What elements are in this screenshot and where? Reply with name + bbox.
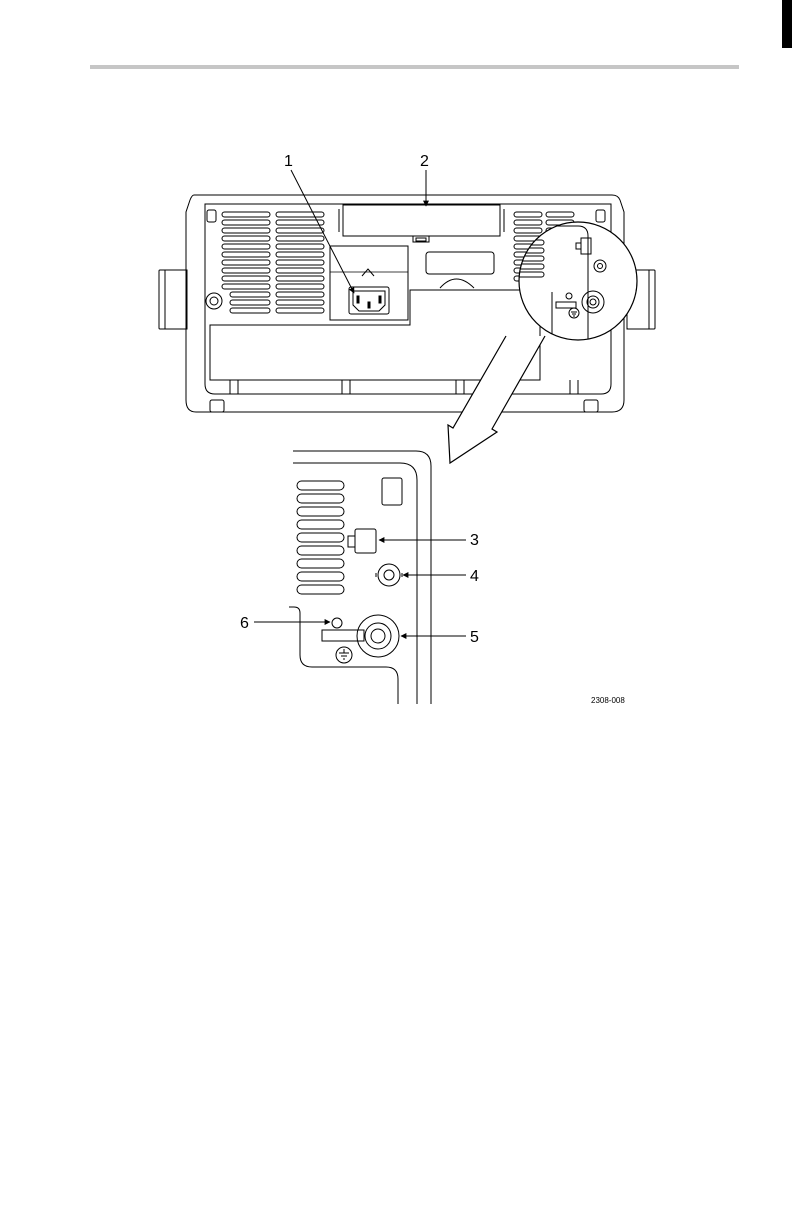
enlarged-detail-view	[289, 451, 431, 704]
callout-5-label: 5	[470, 629, 479, 646]
callout-4-label: 4	[470, 568, 479, 585]
callout-3-label: 3	[470, 532, 479, 549]
vent-slots-left	[222, 212, 324, 313]
zoom-arrow	[448, 336, 545, 463]
callout-6-label: 6	[240, 615, 249, 632]
figure-id: 2308-008	[591, 696, 625, 705]
callout-2-label: 2	[420, 153, 429, 170]
callout-1-label: 1	[284, 153, 293, 170]
callout-leaders	[254, 170, 466, 636]
